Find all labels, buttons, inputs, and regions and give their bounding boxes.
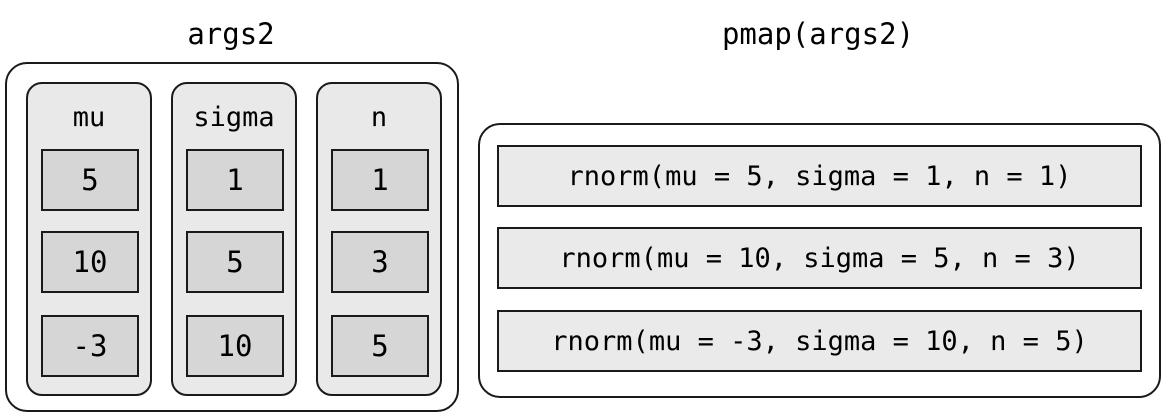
pmap-result-row-1: rnorm(mu = 10, sigma = 5, n = 3)	[497, 227, 1142, 289]
cell-sigma-2: 10	[186, 315, 284, 377]
cell-sigma-0: 1	[186, 149, 284, 211]
column-header-n: n	[370, 102, 388, 133]
args-column-sigma: sigma 1 5 10	[171, 82, 297, 396]
cell-mu-1: 10	[41, 231, 139, 293]
args2-container: mu 5 10 -3 sigma 1 5 10 n 1 3 5	[5, 62, 459, 412]
column-header-sigma: sigma	[193, 102, 275, 133]
cell-n-2: 5	[331, 315, 429, 377]
cell-mu-2: -3	[41, 315, 139, 377]
args-column-mu: mu 5 10 -3	[26, 82, 152, 396]
cell-sigma-1: 5	[186, 231, 284, 293]
args-column-n: n 1 3 5	[316, 82, 442, 396]
args2-title: args2	[187, 17, 275, 51]
cell-n-1: 3	[331, 231, 429, 293]
pmap-results-container: rnorm(mu = 5, sigma = 1, n = 1) rnorm(mu…	[478, 123, 1161, 398]
column-header-mu: mu	[72, 102, 106, 133]
pmap-title: pmap(args2)	[721, 17, 915, 51]
pmap-result-row-2: rnorm(mu = -3, sigma = 10, n = 5)	[497, 310, 1142, 372]
cell-n-0: 1	[331, 149, 429, 211]
pmap-result-row-0: rnorm(mu = 5, sigma = 1, n = 1)	[497, 145, 1142, 207]
cell-mu-0: 5	[41, 149, 139, 211]
